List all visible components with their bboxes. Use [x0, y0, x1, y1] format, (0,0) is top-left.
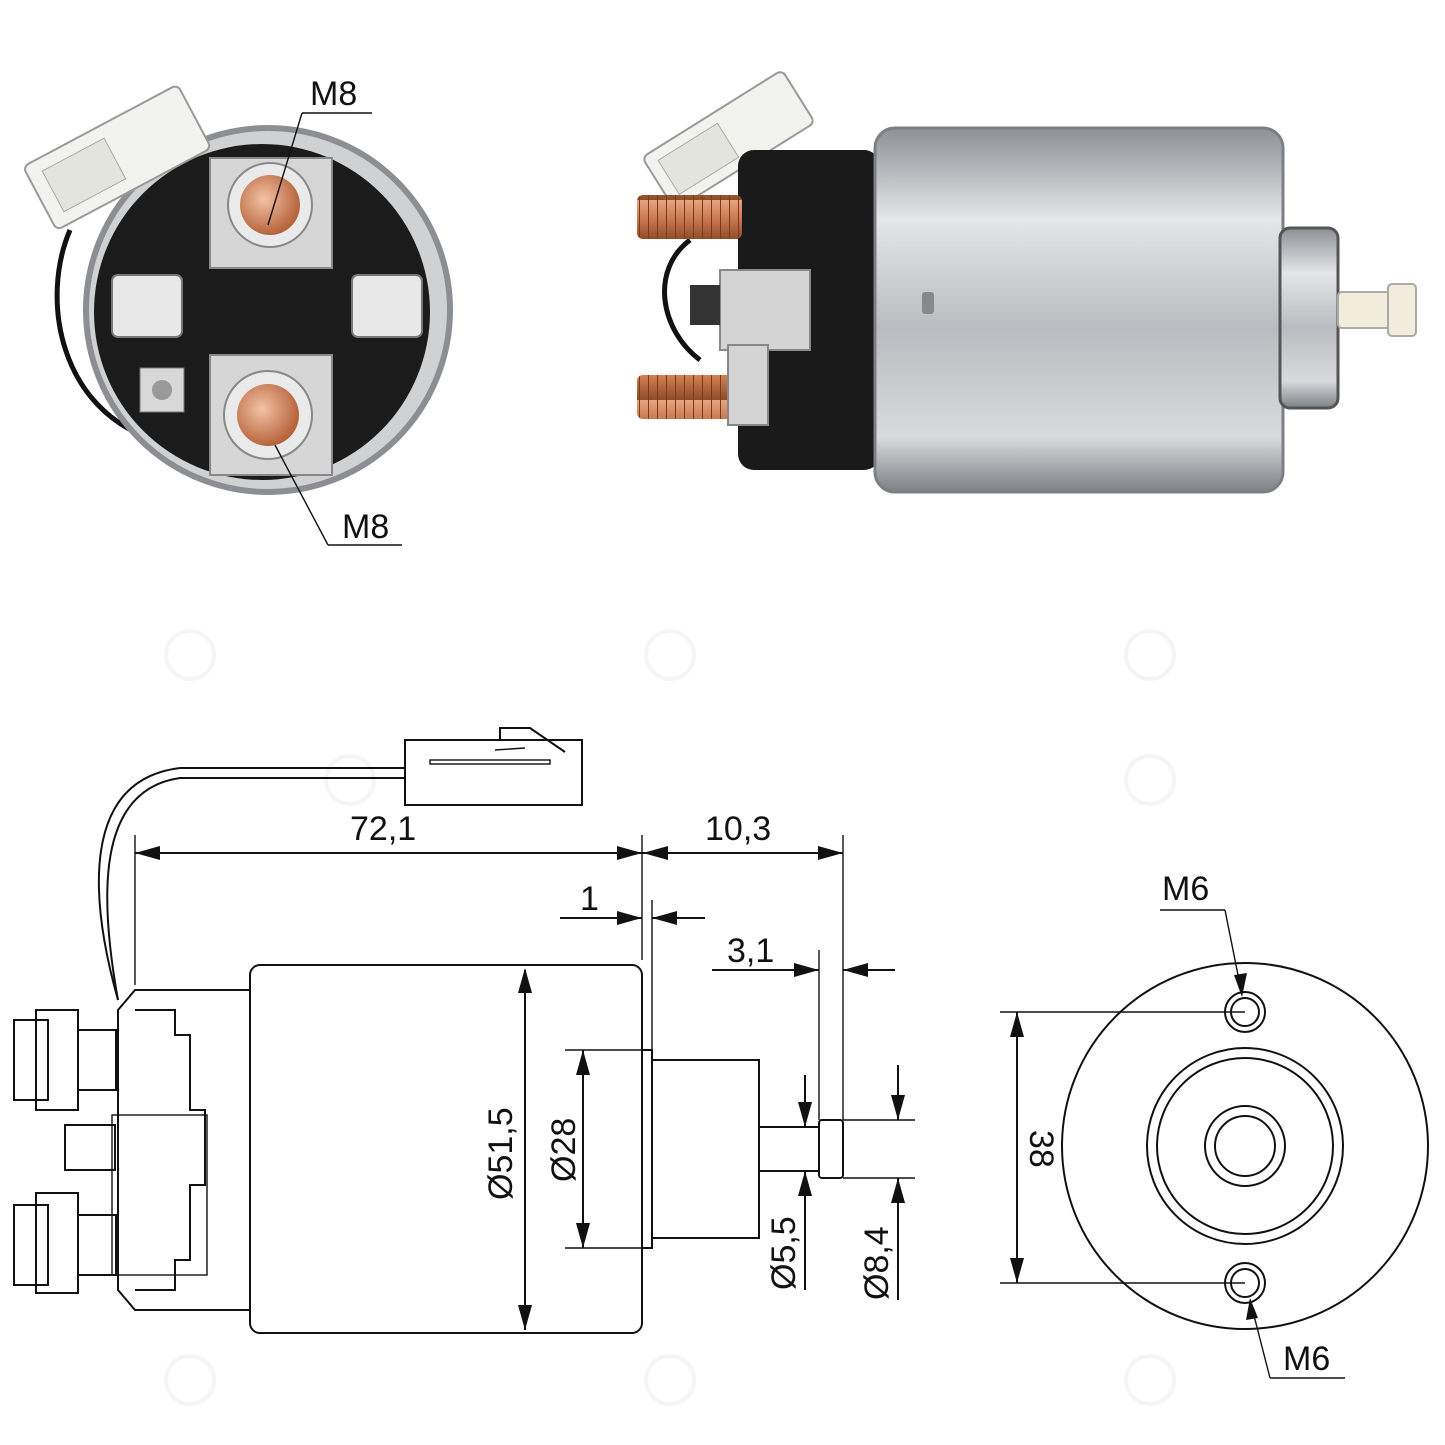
- copper-stud-bottom: [637, 375, 742, 419]
- callout-top-terminal: M8: [310, 75, 357, 113]
- connector-outline: [404, 739, 583, 806]
- dim-overall-length: 72,1: [350, 810, 416, 848]
- side-tab-left: [111, 274, 183, 338]
- copper-stud-top: [637, 195, 742, 239]
- dim-tip-diameter: Ø8,4: [858, 1226, 896, 1300]
- connector-plug: [24, 85, 211, 230]
- drawing-end-view: 38 M6 M6: [1000, 870, 1429, 1379]
- callout-bottom-hole: M6: [1283, 1340, 1330, 1378]
- dim-plunger-tip: 3,1: [727, 932, 774, 970]
- dim-boss-diameter: Ø28: [545, 1118, 583, 1182]
- photo-end-view: M8 M8: [24, 75, 453, 546]
- dim-body-diameter: Ø51,5: [482, 1107, 520, 1200]
- dim-gap: 1: [580, 880, 599, 918]
- end-boss: [1278, 226, 1340, 410]
- dim-hole-spacing: 38: [1022, 1130, 1060, 1168]
- boss-outline: [651, 1059, 760, 1239]
- wire: [54, 229, 156, 443]
- callout-top-hole: M6: [1162, 870, 1209, 908]
- end-view-outline: [1061, 962, 1429, 1330]
- copper-terminal-bottom: [237, 384, 299, 446]
- connector-plug-side: [643, 71, 814, 209]
- drawing-side-view: 72,1 10,3 1 3,1 Ø51,5 Ø28: [13, 727, 915, 1334]
- dim-plunger-extension: 10,3: [705, 810, 771, 848]
- side-tab-right: [351, 274, 423, 338]
- callout-bottom-terminal: M8: [342, 508, 389, 546]
- copper-terminal-top: [240, 175, 300, 235]
- photo-side-view: [637, 71, 1417, 494]
- dim-shaft-diameter: Ø5,5: [765, 1216, 803, 1290]
- steel-housing: [873, 126, 1285, 494]
